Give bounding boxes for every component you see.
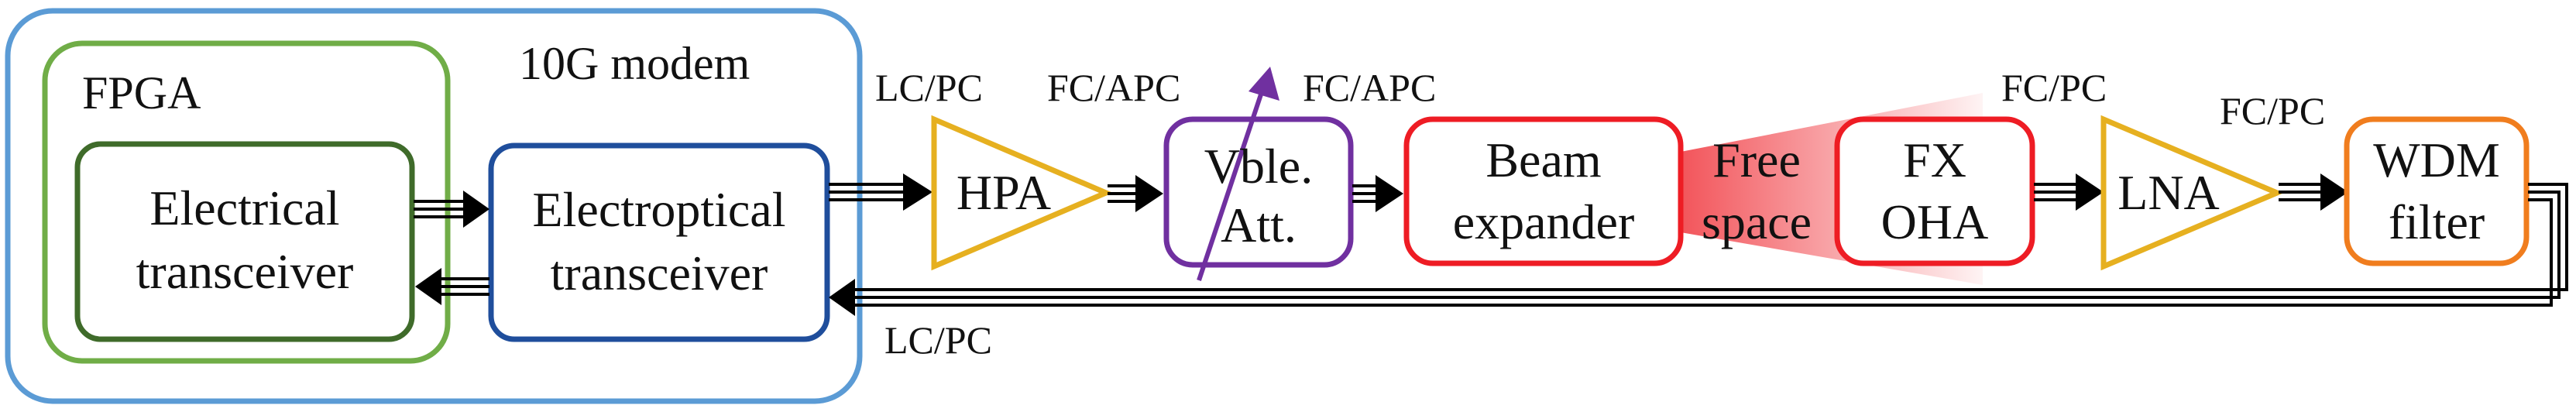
electrical-transceiver-line1: Electrical	[149, 180, 339, 235]
oha-line1: FX	[1903, 132, 1966, 187]
link-to-hpa	[829, 183, 906, 201]
attenuator-line2: Att.	[1221, 197, 1297, 252]
attenuator-line1: Vble.	[1204, 139, 1313, 194]
arrowhead-to-wdm	[2320, 173, 2348, 211]
connector-hpa-out: FC/APC	[1047, 66, 1180, 109]
connector-lna-in: FC/PC	[2001, 66, 2107, 109]
electroptical-transceiver-box	[488, 142, 830, 342]
electrical-transceiver-box	[74, 141, 415, 342]
arrowhead-to-hpa	[903, 173, 933, 211]
electroptical-transceiver-line2: transceiver	[551, 245, 768, 300]
hpa-label: HPA	[957, 165, 1051, 220]
beam-expander-line2: expander	[1453, 194, 1635, 249]
link-hpa-to-attenuator	[1108, 184, 1139, 203]
oha-box	[1834, 116, 2035, 266]
connector-tx-lc: LC/PC	[875, 66, 983, 109]
wdm-line2: filter	[2389, 194, 2485, 249]
arrowhead-to-electroptical	[463, 191, 489, 228]
electroptical-transceiver-line1: Electroptical	[533, 182, 786, 237]
lna-amplifier	[2100, 115, 2284, 271]
wdm-line1: WDM	[2373, 132, 2500, 187]
oha-line2: OHA	[1881, 194, 1989, 249]
beam-expander-box	[1403, 116, 1684, 266]
link-attenuator-to-beam	[1352, 184, 1379, 203]
beam-expander-line1: Beam	[1485, 132, 1601, 187]
free-space-line2: space	[1702, 194, 1812, 249]
attenuator-adjust-arrow	[1197, 84, 1266, 281]
free-space-line1: Free	[1712, 132, 1801, 187]
variable-attenuator-box	[1163, 116, 1354, 268]
link-lna-to-wdm	[2279, 183, 2324, 201]
arrowhead-to-attenuator	[1135, 175, 1163, 212]
connector-rx-lc: LC/PC	[884, 318, 992, 362]
connector-att-out: FC/APC	[1303, 66, 1436, 109]
hpa-amplifier	[931, 115, 1113, 271]
arrowhead-to-electroptical-rx	[829, 279, 855, 316]
modem-box	[5, 8, 863, 404]
fpga-label: FPGA	[82, 67, 201, 118]
arrowhead-to-electrical	[415, 268, 441, 305]
arrowhead-to-lna	[2076, 173, 2104, 211]
wdm-filter-box	[2344, 116, 2530, 266]
connector-wdm-in: FC/PC	[2220, 89, 2325, 132]
link-oha-to-lna	[2034, 183, 2079, 201]
link-electroptical-to-electrical	[440, 277, 489, 296]
arrowhead-to-beam-expander	[1376, 175, 1403, 212]
lna-label: LNA	[2117, 165, 2220, 220]
modem-label: 10G modem	[519, 38, 750, 89]
attenuator-adjust-arrowhead	[1249, 67, 1279, 101]
link-electrical-to-electroptical	[414, 200, 465, 218]
return-fiber	[852, 183, 2568, 307]
electrical-transceiver-line2: transceiver	[136, 244, 354, 299]
